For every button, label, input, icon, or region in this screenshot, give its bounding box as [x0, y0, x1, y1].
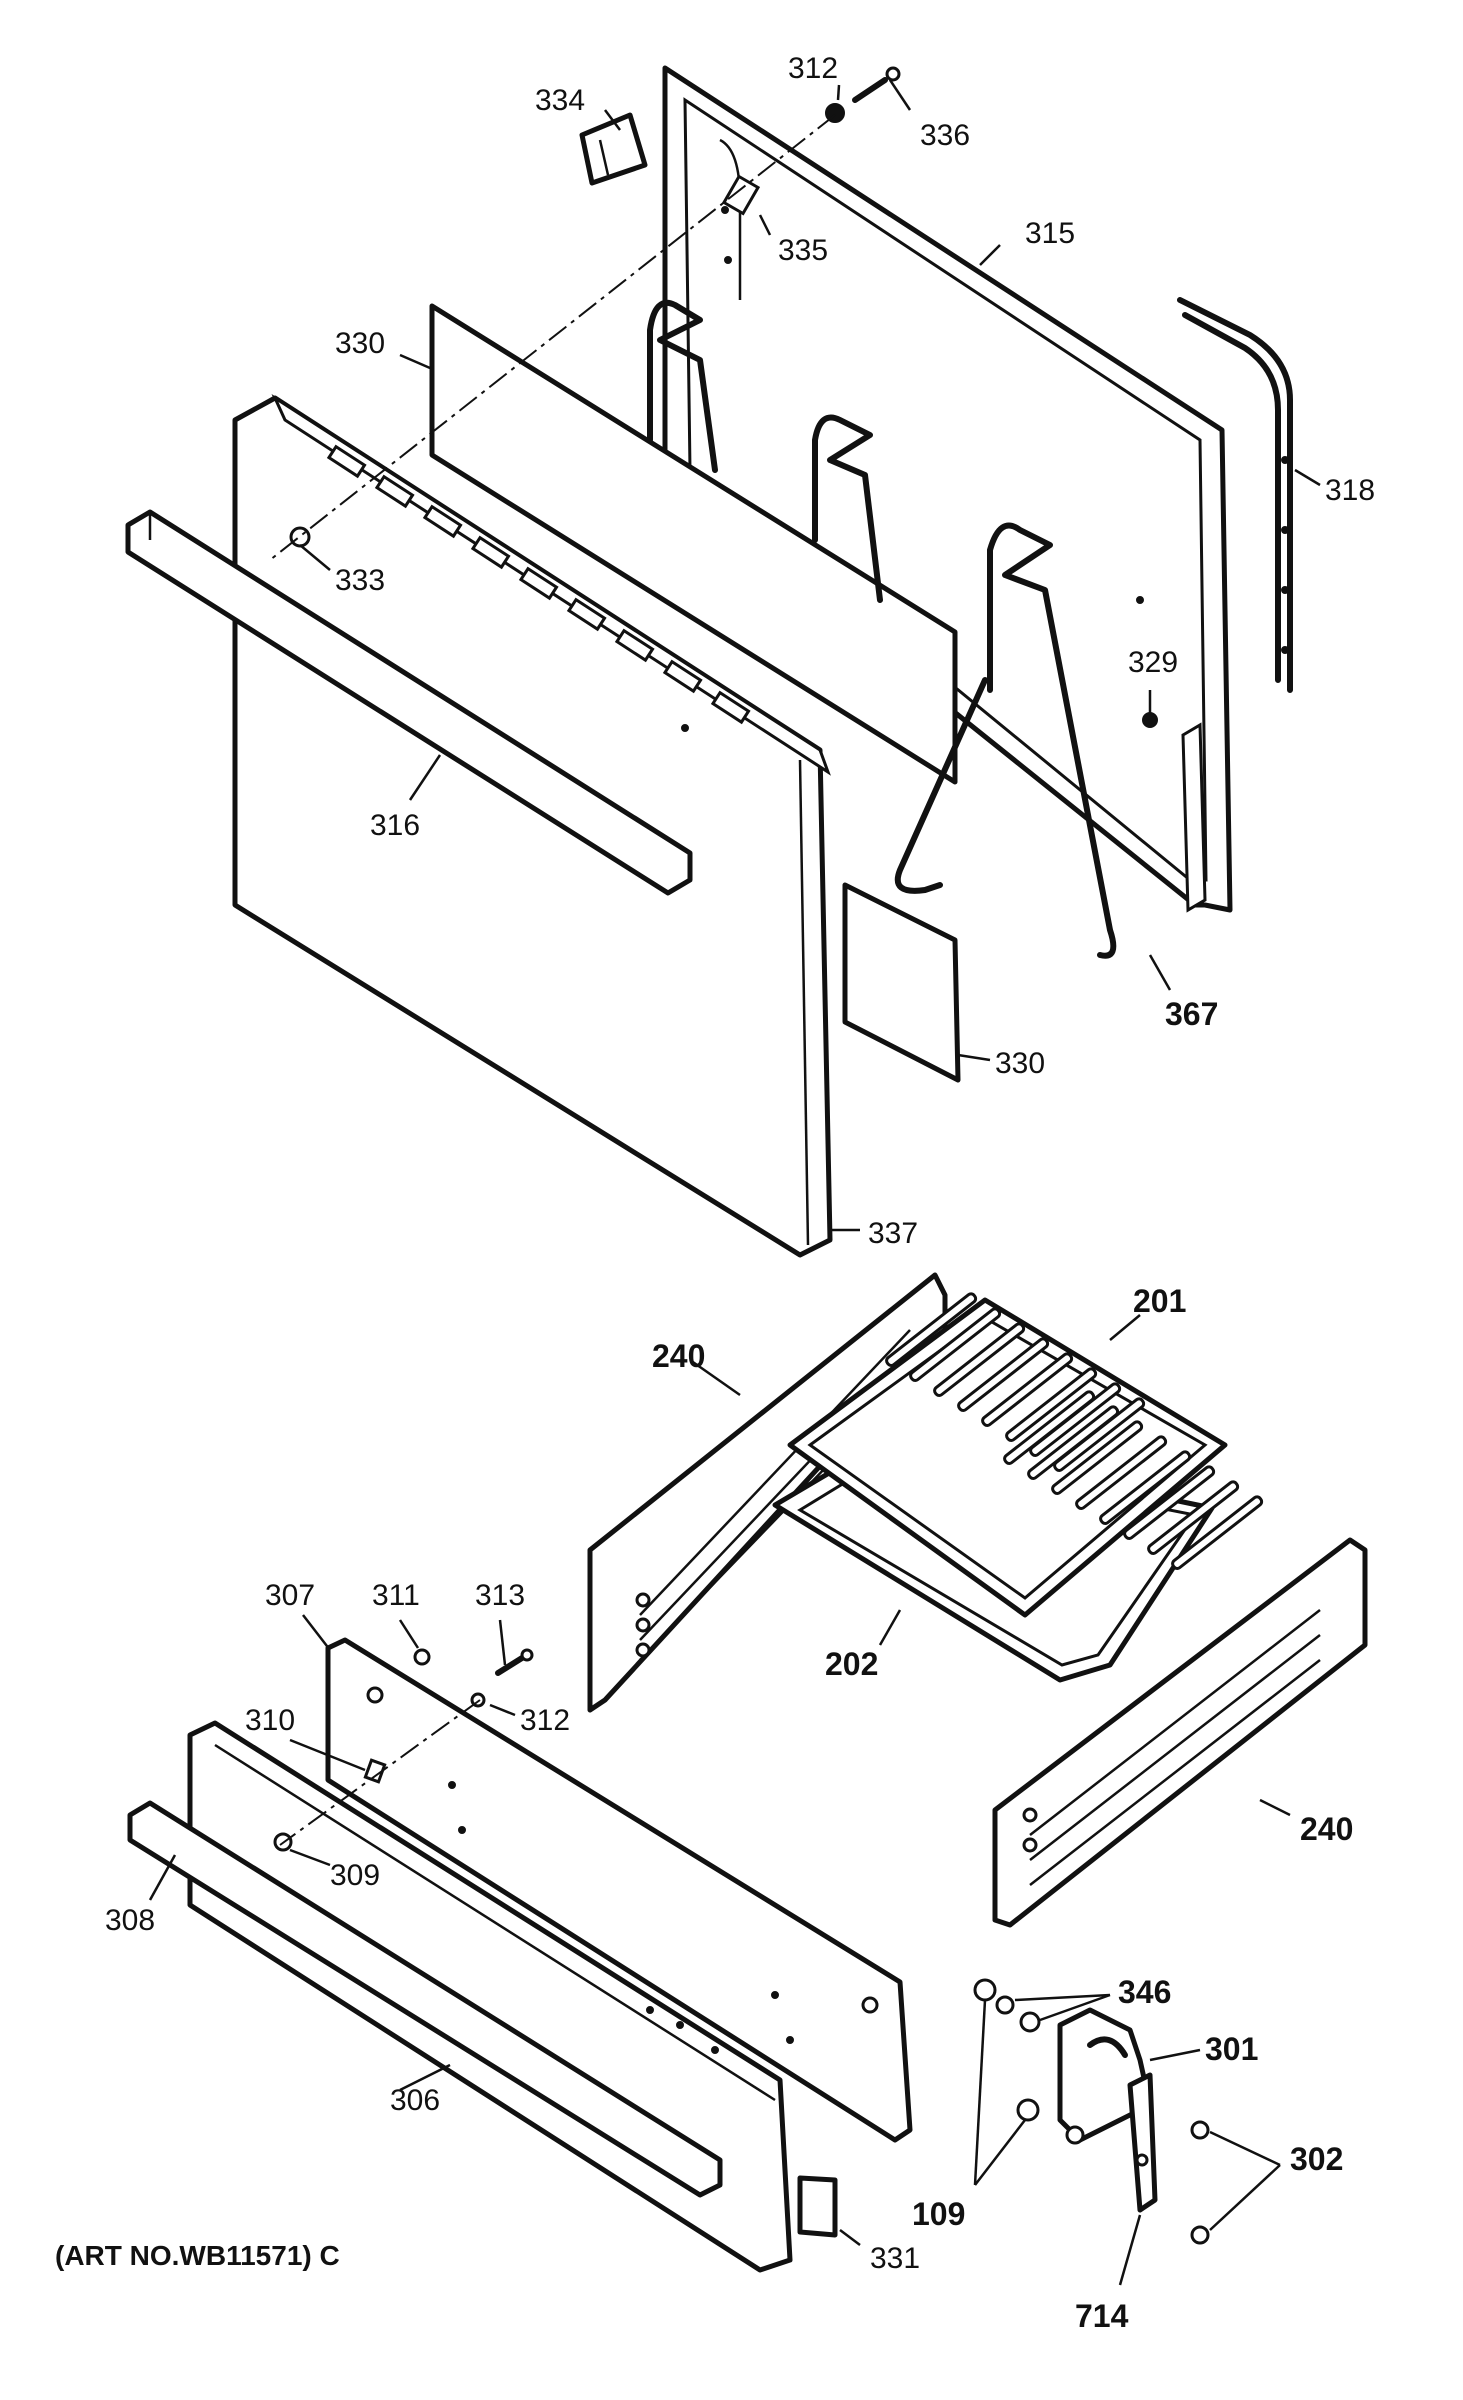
grid-slot	[885, 1292, 978, 1367]
label-330-upper: 330	[335, 327, 385, 360]
label-240-upper: 240	[652, 1338, 705, 1374]
label-331: 331	[870, 2242, 920, 2275]
label-240-lower: 240	[1300, 1811, 1353, 1847]
label-310: 310	[245, 1704, 295, 1737]
nut-333	[289, 526, 311, 548]
clip-335	[721, 174, 761, 216]
grid-slot	[1051, 1420, 1144, 1495]
label-307: 307	[265, 1579, 315, 1612]
hinge-arm-714	[1127, 2072, 1158, 2213]
door-gasket-318	[1177, 297, 1293, 693]
grid-slot	[1099, 1450, 1192, 1525]
label-201: 201	[1133, 1283, 1186, 1319]
outer-door-337	[232, 393, 833, 1258]
label-318: 318	[1325, 474, 1375, 507]
side-rail-240-right	[992, 1537, 1368, 1928]
label-312-lower: 312	[520, 1704, 570, 1737]
label-334: 334	[535, 84, 585, 117]
label-346: 346	[1118, 1974, 1171, 2010]
drawer-handle-308	[127, 1800, 723, 2198]
alignment-line-upper	[269, 114, 836, 561]
screws-302	[1190, 2120, 1210, 2245]
label-202: 202	[825, 1646, 878, 1682]
label-311: 311	[372, 1579, 420, 1612]
label-301: 301	[1205, 2031, 1258, 2067]
grid-slot	[957, 1337, 1050, 1412]
label-336: 336	[920, 119, 970, 152]
alignment-line-lower	[279, 1699, 481, 1846]
label-714: 714	[1075, 2298, 1129, 2334]
label-335: 335	[778, 234, 828, 267]
art-number: (ART NO.WB11571) C	[55, 2240, 340, 2271]
insulation-panel-330-upper	[429, 303, 958, 785]
label-309: 309	[330, 1859, 380, 1892]
grid-slot	[1075, 1435, 1168, 1510]
label-330-lower: 330	[995, 1047, 1045, 1080]
label-333: 333	[335, 564, 385, 597]
insulation-panel-330-lower	[842, 882, 961, 1083]
grid-slot	[1123, 1465, 1216, 1540]
screw-313	[495, 1648, 534, 1676]
nut-311	[413, 1648, 431, 1666]
hinge-329	[1142, 690, 1207, 913]
grid-slot	[909, 1307, 1002, 1382]
label-312-upper: 312	[788, 52, 838, 85]
bracket-334	[579, 112, 648, 186]
label-367: 367	[1165, 996, 1218, 1032]
label-337: 337	[868, 1217, 918, 1250]
grid-slot	[933, 1322, 1026, 1397]
wire-support-367	[647, 299, 1117, 959]
grid-slots	[885, 1292, 1264, 1570]
screw-336	[852, 66, 901, 103]
label-329: 329	[1128, 646, 1178, 679]
grid-slot	[1147, 1480, 1240, 1555]
grid-slot	[1171, 1495, 1264, 1570]
broiler-grid-201	[787, 1292, 1264, 1618]
label-313: 313	[475, 1579, 525, 1612]
label-109: 109	[912, 2196, 965, 2232]
label-308: 308	[105, 1904, 155, 1937]
grid-slot	[981, 1352, 1074, 1427]
label-315: 315	[1025, 217, 1075, 250]
leader-lines	[148, 79, 1321, 2286]
callout-labels: 312 336 334 335 315 330 318 333 316 329 …	[55, 52, 1375, 2334]
drawer-inner-307	[325, 1637, 913, 2143]
label-316: 316	[370, 809, 420, 842]
grid-slot	[1027, 1405, 1120, 1480]
grid-slot	[1003, 1390, 1096, 1465]
label-302: 302	[1290, 2141, 1343, 2177]
washers-346	[973, 1978, 1041, 2033]
bracket-331	[797, 2175, 838, 2238]
label-306: 306	[390, 2084, 440, 2117]
washer-109	[1016, 2098, 1040, 2122]
grid-slot	[1005, 1367, 1098, 1442]
door-handle-316	[125, 509, 693, 896]
